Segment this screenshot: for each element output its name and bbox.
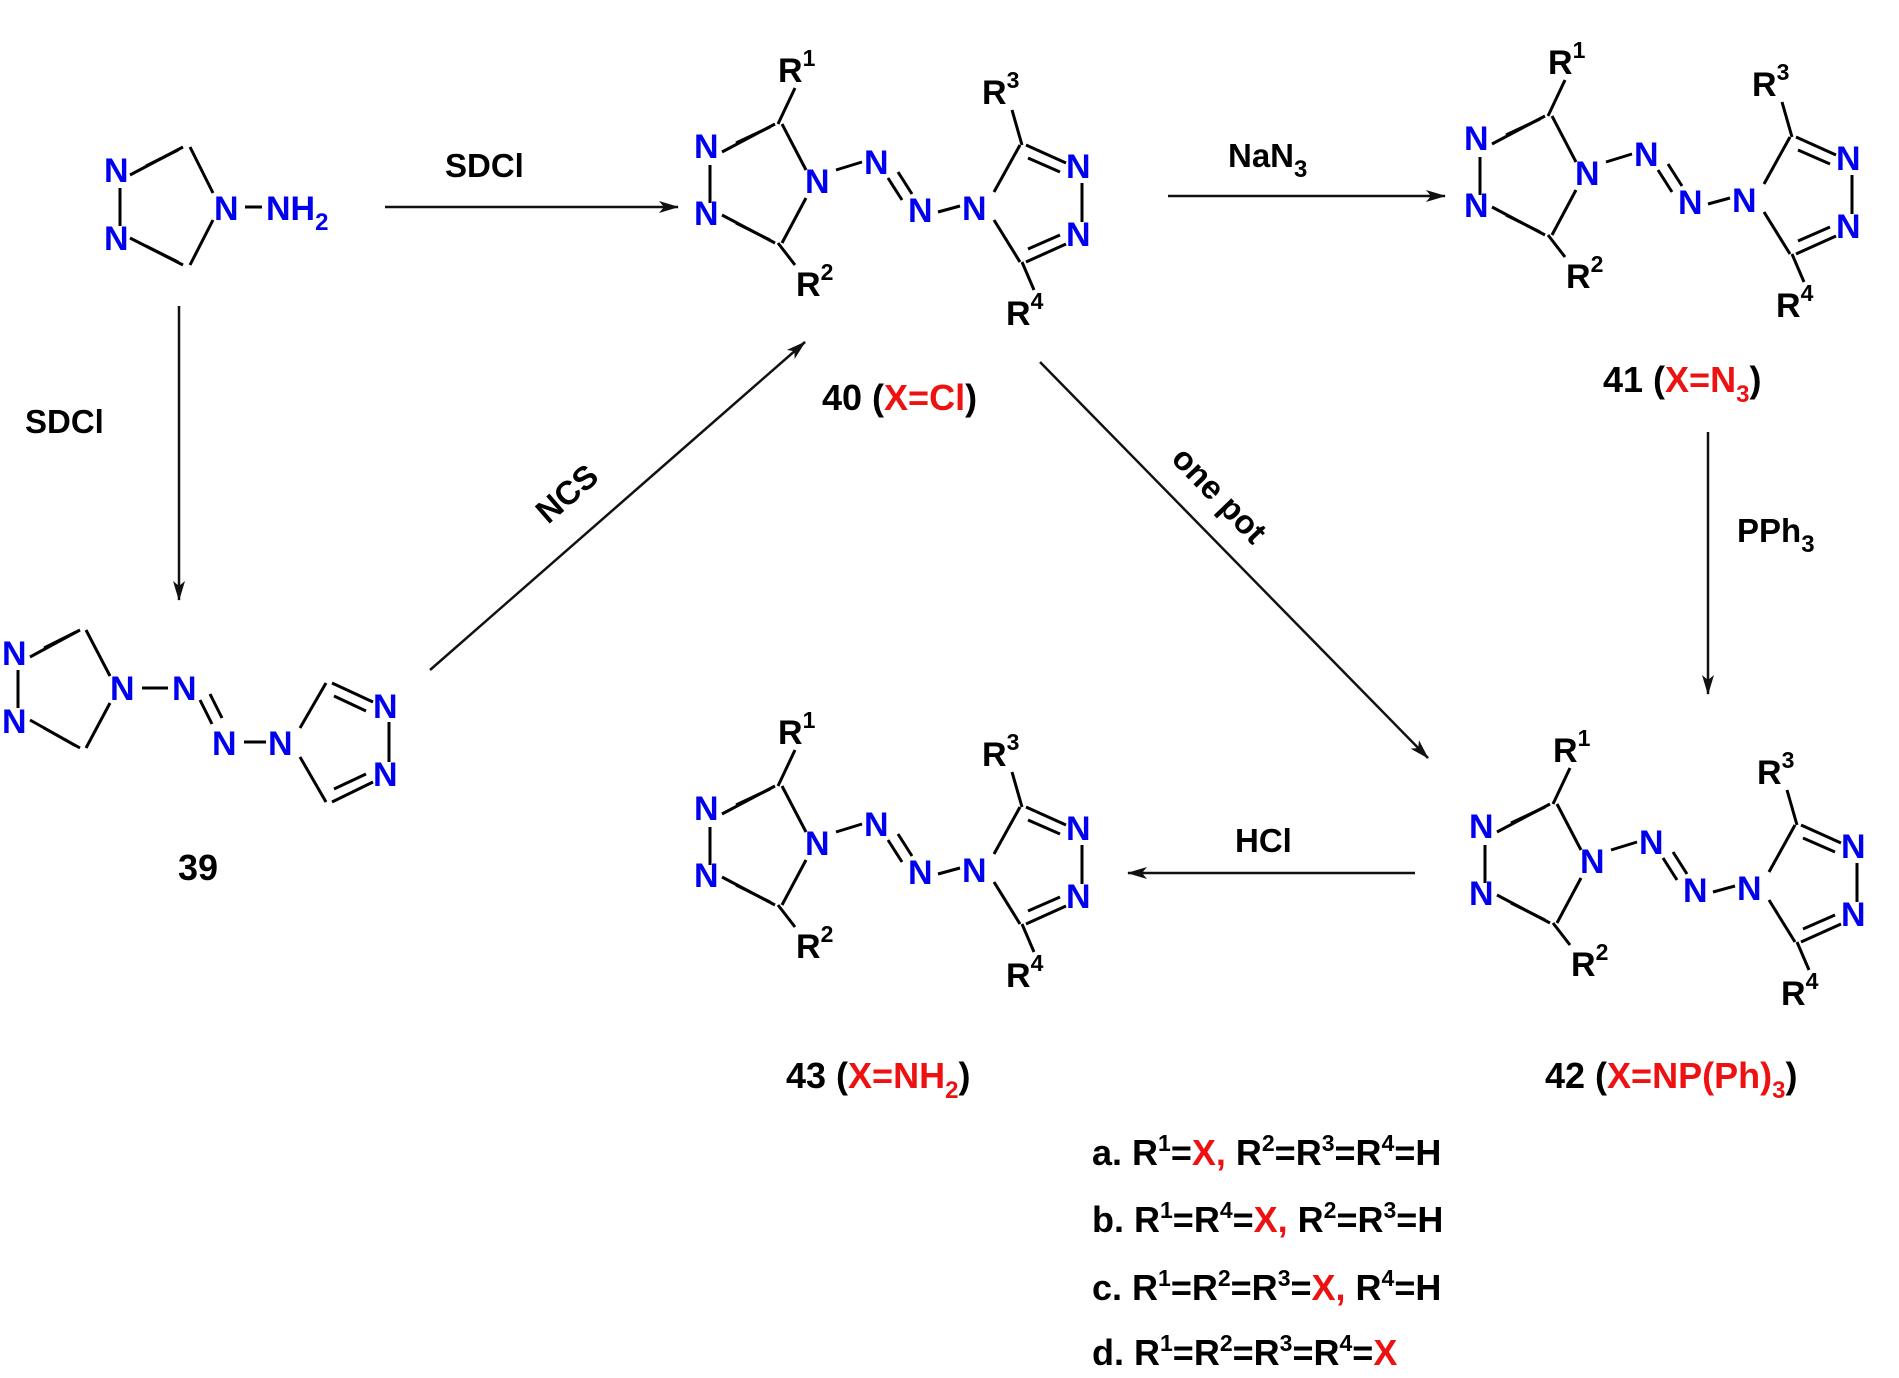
svg-text:R1: R1 — [1548, 37, 1586, 82]
compound-43-structure: N N N N N N N N R1 R2 R3 R4 — [694, 707, 1091, 995]
svg-text:N: N — [805, 163, 830, 201]
reagent-hcl: HCl — [1235, 822, 1292, 859]
svg-text:N: N — [694, 857, 719, 895]
svg-text:R2: R2 — [1566, 251, 1603, 296]
svg-text:N: N — [1836, 140, 1861, 178]
svg-text:N: N — [104, 220, 129, 258]
svg-text:N: N — [2, 703, 27, 741]
label-compound-41: 41 (X=N3) — [1603, 359, 1761, 408]
svg-text:R1: R1 — [1553, 725, 1591, 770]
svg-text:N: N — [1469, 808, 1494, 846]
svg-text:N: N — [104, 152, 129, 190]
svg-text:N: N — [172, 670, 197, 708]
svg-text:N: N — [214, 190, 239, 228]
label-compound-40: 40 (X=Cl) — [822, 377, 977, 418]
compound-42-structure: N N N N N N N N R1 R2 R3 R4 — [1469, 725, 1866, 1013]
label-compound-43: 43 (X=NH2) — [786, 1055, 970, 1104]
compound-40-structure: N N N N N N N N R1 R2 R3 R4 — [694, 45, 1091, 333]
svg-text:N: N — [1841, 896, 1866, 934]
svg-text:R3: R3 — [1752, 59, 1789, 104]
svg-text:R3: R3 — [982, 67, 1019, 112]
compound-41-structure: N N N N N N N N R1 R2 R3 R4 — [1464, 37, 1861, 325]
svg-text:N: N — [1683, 872, 1708, 910]
svg-text:R1: R1 — [778, 707, 816, 752]
reagent-sdcl-top: SDCl — [445, 147, 524, 184]
svg-text:N: N — [1737, 870, 1762, 908]
substitution-d: d. R1=R2=R3=R4=X — [1092, 1330, 1397, 1373]
svg-text:N: N — [212, 725, 237, 763]
svg-text:N: N — [1464, 187, 1489, 225]
svg-text:R2: R2 — [796, 259, 833, 304]
reagent-sdcl-left: SDCl — [25, 403, 104, 440]
svg-text:N: N — [962, 190, 987, 228]
svg-text:N: N — [1575, 155, 1600, 193]
svg-text:N: N — [864, 144, 889, 182]
svg-text:N: N — [373, 756, 398, 794]
svg-text:R4: R4 — [1781, 968, 1819, 1013]
svg-text:N: N — [1580, 843, 1605, 881]
svg-text:R2: R2 — [796, 921, 833, 966]
reagent-one-pot: one pot — [1165, 439, 1274, 550]
svg-text:N: N — [373, 688, 398, 726]
svg-text:N: N — [1066, 878, 1091, 916]
svg-text:R1: R1 — [778, 45, 816, 90]
svg-text:N: N — [110, 670, 135, 708]
svg-text:R4: R4 — [1776, 280, 1814, 325]
svg-text:N: N — [1066, 216, 1091, 254]
svg-text:R2: R2 — [1571, 939, 1608, 984]
reagent-nan3: NaN3 — [1228, 137, 1307, 183]
svg-text:N: N — [1066, 148, 1091, 186]
label-compound-39: 39 — [178, 847, 218, 888]
svg-text:R3: R3 — [982, 729, 1019, 774]
svg-text:R4: R4 — [1006, 288, 1044, 333]
reagent-pph3: PPh3 — [1737, 512, 1815, 558]
svg-text:N: N — [864, 806, 889, 844]
svg-text:N: N — [1678, 184, 1703, 222]
svg-text:N: N — [1634, 136, 1659, 174]
svg-text:N: N — [962, 852, 987, 890]
svg-text:N: N — [1464, 120, 1489, 158]
arrow-one-pot — [1039, 361, 1429, 759]
svg-text:N: N — [805, 825, 830, 863]
svg-text:N: N — [1836, 208, 1861, 246]
svg-text:N: N — [1469, 875, 1494, 913]
svg-text:N: N — [1066, 810, 1091, 848]
svg-text:N: N — [694, 128, 719, 166]
svg-text:N: N — [268, 725, 293, 763]
svg-text:R3: R3 — [1757, 747, 1794, 792]
label-compound-42: 42 (X=NP(Ph)3) — [1545, 1055, 1797, 1104]
substitution-b: b. R1=R4=X, R2=R3=H — [1092, 1197, 1443, 1240]
svg-text:N: N — [694, 195, 719, 233]
svg-text:N: N — [908, 854, 933, 892]
arrow-ncs — [429, 341, 806, 671]
svg-text:N: N — [694, 790, 719, 828]
aminotriazole-structure: N N N NH2 — [104, 145, 328, 267]
svg-text:R4: R4 — [1006, 950, 1044, 995]
substitution-c: c. R1=R2=R3=X, R4=H — [1092, 1265, 1441, 1308]
svg-text:N: N — [1732, 182, 1757, 220]
svg-text:NH2: NH2 — [266, 190, 328, 236]
reagent-ncs: NCS — [528, 457, 605, 531]
substitution-a: a. R1=X, R2=R3=R4=H — [1092, 1130, 1441, 1173]
substitution-legend: a. R1=X, R2=R3=R4=H b. R1=R4=X, R2=R3=H … — [1092, 1130, 1443, 1373]
svg-text:N: N — [2, 635, 27, 673]
compound-39-structure: N N N N N N N N — [2, 628, 398, 804]
svg-text:N: N — [908, 192, 933, 230]
svg-text:N: N — [1639, 824, 1664, 862]
svg-text:N: N — [1841, 828, 1866, 866]
